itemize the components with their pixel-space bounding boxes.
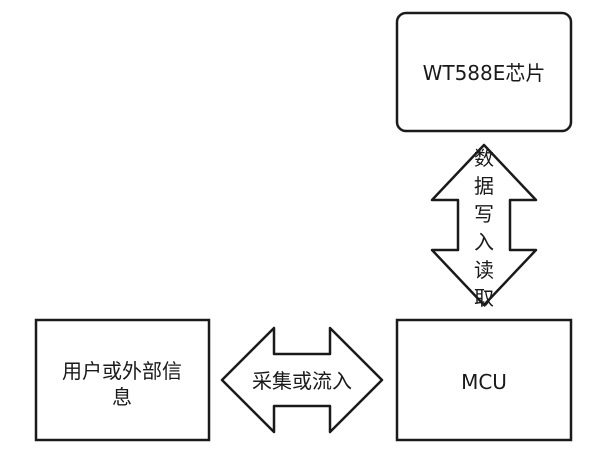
mcu-label: MCU [461, 370, 507, 394]
chip-label: WT588E芯片 [423, 61, 546, 85]
user-info-label-line1: 用户或外部信 [62, 359, 182, 383]
vertical-arrow-char-2: 据 [474, 174, 494, 198]
vertical-arrow-char-1: 数 [474, 146, 494, 170]
user-info-label-line2: 息 [112, 385, 132, 409]
vertical-arrow-shape [430, 143, 538, 307]
horizontal-arrow-shape [220, 326, 384, 434]
horizontal-arrow-label: 采集或流入 [252, 369, 352, 393]
user-info-node[interactable]: 用户或外部信 息 [34, 318, 211, 442]
horizontal-arrow: 采集或流入 [220, 326, 384, 434]
vertical-arrow: 数 据 写 入 读 取 [430, 143, 538, 310]
vertical-arrow-char-6: 取 [474, 286, 494, 310]
chip-box [395, 11, 573, 133]
vertical-arrow-char-3: 写 [474, 202, 494, 226]
chip-node[interactable]: WT588E芯片 [395, 11, 573, 133]
mcu-node[interactable]: MCU [395, 318, 573, 442]
user-info-box [34, 318, 211, 442]
vertical-arrow-char-4: 入 [474, 230, 494, 254]
mcu-box [395, 318, 573, 442]
vertical-arrow-char-5: 读 [474, 258, 494, 282]
